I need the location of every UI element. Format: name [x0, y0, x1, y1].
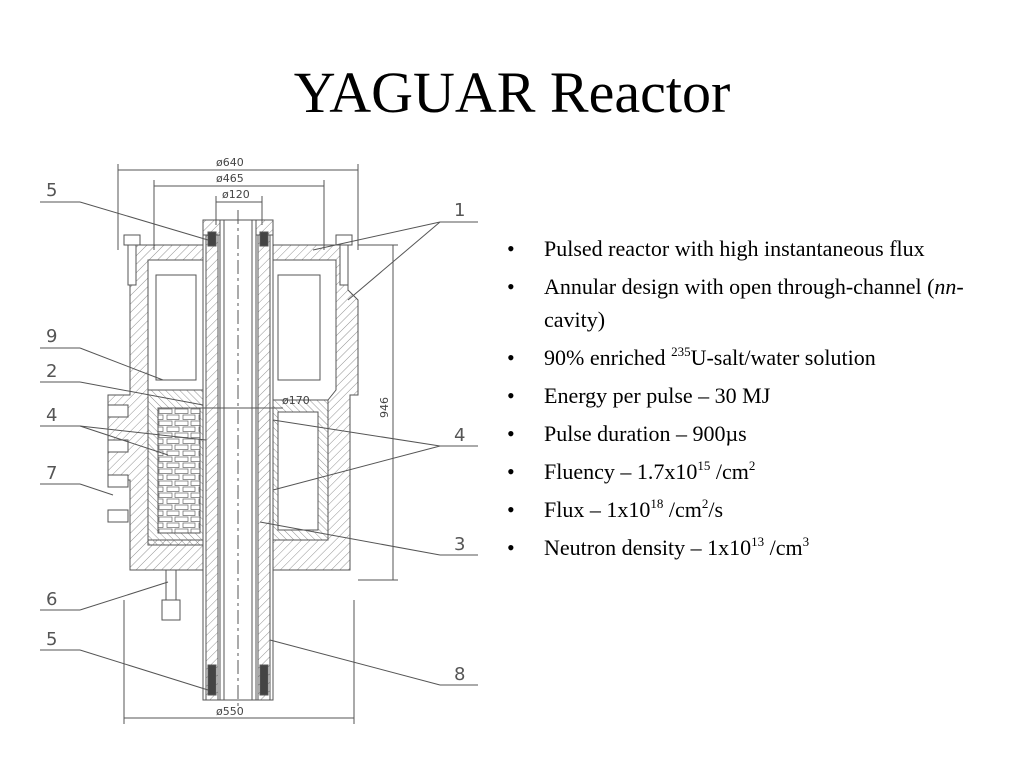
bullet-item: •Pulsed reactor with high instantaneous … — [507, 236, 925, 261]
callout-8: 8 — [454, 664, 465, 685]
callout-5-top: 5 — [46, 180, 57, 201]
callout-3: 3 — [454, 534, 465, 555]
bullet-item: •Pulse duration – 900µs — [507, 421, 747, 446]
callout-1: 1 — [454, 200, 465, 221]
callout-7: 7 — [46, 463, 57, 484]
dim-640: ø640 — [216, 156, 244, 169]
bullet-item: •Fluency – 1.7x1015 /cm2 — [507, 457, 756, 484]
callout-9: 9 — [46, 326, 57, 347]
callout-4-left: 4 — [46, 405, 57, 426]
callout-6: 6 — [46, 589, 57, 610]
bullet-list: •Pulsed reactor with high instantaneous … — [505, 232, 995, 569]
reactor-cross-section-drawing: ø640 ø465 ø120 ø170 ø550 946 5 1 9 2 4 4… — [40, 156, 478, 724]
callout-2: 2 — [46, 361, 57, 382]
dim-465: ø465 — [216, 172, 244, 185]
dim-170: ø170 — [282, 394, 310, 407]
dim-946: 946 — [378, 397, 391, 418]
bullet-item: •Energy per pulse – 30 MJ — [507, 383, 771, 408]
callout-4-right: 4 — [454, 425, 465, 446]
dim-120: ø120 — [222, 188, 250, 201]
bullet-item: •Neutron density – 1x1013 /cm3 — [507, 533, 810, 560]
bullet-item: •Flux – 1x1018 /cm2/s — [507, 495, 724, 522]
slide-title: YAGUAR Reactor — [293, 60, 731, 125]
bullet-item: •90% enriched 235U-salt/water solution — [507, 343, 876, 370]
dim-550: ø550 — [216, 705, 244, 718]
callout-5-bottom: 5 — [46, 629, 57, 650]
bullet-item: •Annular design with open through-channe… — [507, 274, 964, 332]
